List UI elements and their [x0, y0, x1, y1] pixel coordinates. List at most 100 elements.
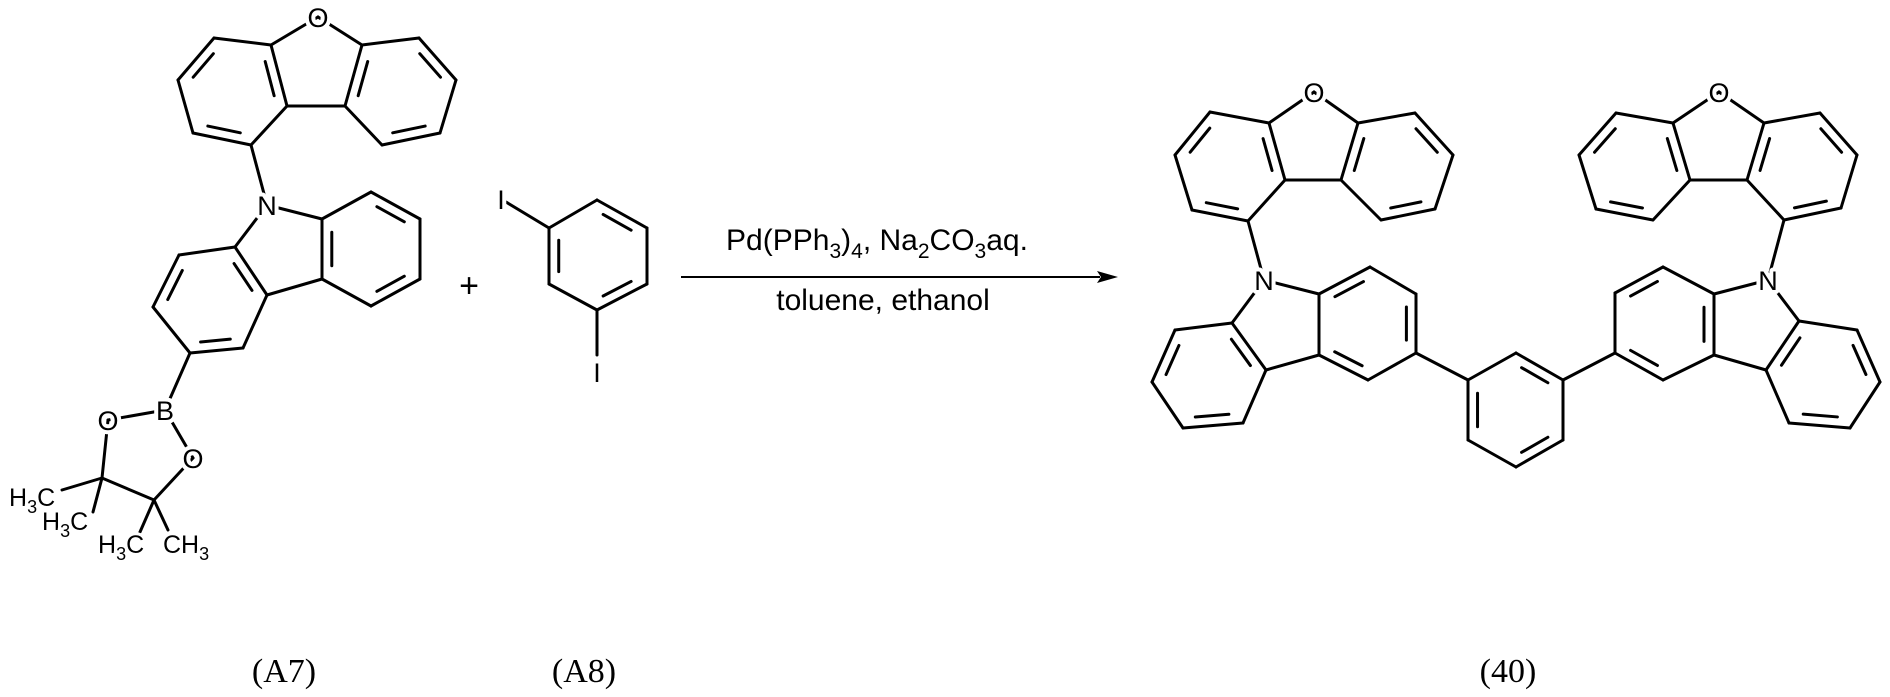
- a7-carbazole-ring-right-bond: [371, 192, 420, 219]
- p40-furan-left-a-double-bond: [1263, 139, 1272, 171]
- a7-boron: B: [156, 396, 174, 426]
- p40-left-nitrogen: N: [1254, 266, 1274, 296]
- p40-carbazole-left-inner-bond: [1319, 267, 1370, 294]
- p40-carbazole-right-outer-double-bond: [1853, 345, 1866, 374]
- p40-furan-right-a-bond: [1764, 113, 1820, 123]
- a7-carbazole-ring-right-bond: [322, 192, 371, 219]
- a7-furan-ring-right-bond: [345, 45, 362, 106]
- a7-nitrogen: N: [257, 191, 277, 221]
- a7-furan-ring-right-bond: [382, 133, 440, 145]
- bond: [267, 279, 322, 295]
- arrow-head-icon: [1097, 271, 1118, 283]
- p40-furan-left-a-bond: [1192, 210, 1248, 221]
- a7-furan-oxygen: O: [307, 3, 328, 33]
- a7-carbazole-ring-left-bond: [179, 247, 235, 255]
- bond: [102, 478, 154, 500]
- p40-furan-left-a-double-bond: [1206, 203, 1237, 209]
- plus-sign: +: [459, 267, 479, 305]
- p40-carbazole-left-outer-bond: [1243, 370, 1266, 423]
- a7-furan-ring-left-double-bond: [208, 126, 240, 133]
- p40-furan-left-b-double-bond: [1354, 139, 1364, 171]
- bond: [140, 500, 154, 532]
- p40-carbazole-right-inner-bond: [1663, 267, 1714, 294]
- a7-boronate-oxygen-2: O: [182, 444, 203, 474]
- p40-carbazole-right-outer-double-bond: [1803, 414, 1837, 417]
- a7-carbazole-ring-left-double-bond: [201, 339, 231, 342]
- p40-central-benzene-bond: [1468, 440, 1516, 467]
- p40-furan-right-b-double-bond: [1667, 139, 1677, 171]
- a7-methyl-2: H3C: [42, 508, 88, 541]
- a7-carbazole-ring-right-bond: [371, 279, 420, 306]
- a7-furan-ring-right-double-bond: [358, 62, 368, 96]
- p40-carbazole-right-outer-bond: [1766, 370, 1789, 423]
- bond: [506, 202, 549, 228]
- p40-carbazole-right-outer-bond: [1799, 321, 1857, 330]
- p40-central-benzene-bond: [1468, 353, 1516, 380]
- p40-carbazole-left-outer-double-bond: [1195, 414, 1229, 417]
- p40-carbazole-left-outer-double-bond: [1166, 345, 1179, 374]
- p40-carbazole-left-inner-bond: [1319, 355, 1368, 380]
- a7-furan-ring-left-bond: [214, 38, 271, 45]
- bond: [154, 500, 168, 530]
- p40-carbazole-left-inner-bond: [1368, 353, 1416, 380]
- conditions-solvents: toluene, ethanol: [776, 284, 990, 317]
- a7-carbazole-ring-left-bond: [190, 348, 243, 353]
- p40-furan-left-b-bond: [1381, 209, 1435, 220]
- p40-carbazole-right-inner-bond: [1663, 355, 1714, 380]
- p40-furan-right-a-double-bond: [1760, 139, 1770, 171]
- a7-carbazole-ring-left-bond: [153, 255, 179, 307]
- p40-furan-right-b-double-bond: [1611, 202, 1643, 208]
- p40-carbazole-right-outer-bond: [1857, 330, 1880, 382]
- bond: [1714, 355, 1766, 370]
- p40-furan-right-a-bond: [1784, 208, 1841, 220]
- reaction-arrow: [681, 271, 1118, 283]
- p40-furan-left-a-bond: [1248, 180, 1285, 221]
- p40-furan-right-b-bond: [1579, 155, 1596, 209]
- p40-carbazole-right-inner-bond: [1615, 353, 1663, 380]
- p40-furan-left-a-bond: [1210, 112, 1269, 123]
- bond-layer: [62, 17, 1880, 532]
- a7-methyl-3: H3C: [98, 531, 144, 564]
- p40-carbazole-right-outer-bond: [1850, 382, 1880, 428]
- p40-carbazole-left-outer-bond: [1152, 330, 1175, 382]
- a7-furan-ring-right-bond: [362, 38, 419, 45]
- bond: [93, 478, 102, 512]
- p40-central-benzene-bond: [1516, 353, 1563, 380]
- a7-methyl-4: CH3: [163, 531, 209, 564]
- p40-furan-right-a-bond: [1747, 123, 1764, 180]
- p40-furan-right-b-bond: [1616, 113, 1673, 123]
- a7-carbazole-ring-left-bond: [153, 307, 190, 353]
- p40-carbazole-left-inner-bond: [1370, 267, 1416, 294]
- p40-right-nitrogen: N: [1758, 266, 1778, 296]
- compound-label-a8: (A8): [552, 653, 616, 690]
- conditions-catalyst-base: Pd(PPh3)4, Na2CO3aq.: [726, 224, 1028, 263]
- a8-iodine-2: I: [593, 358, 601, 388]
- p40-furan-left-b-bond: [1341, 180, 1381, 220]
- p40-carbazole-right-inner-bond: [1615, 267, 1663, 293]
- p40-furan-left-b-bond: [1341, 123, 1358, 180]
- p40-carbazole-left-outer-bond: [1152, 382, 1183, 428]
- p40-furan-left-b-bond: [1435, 155, 1453, 209]
- a7-furan-ring-right-bond: [345, 106, 382, 145]
- a8-benzene-ring-bond: [549, 284, 597, 310]
- bond: [1416, 353, 1468, 380]
- a7-furan-ring-right-bond: [440, 80, 456, 133]
- a8-benzene-ring-bond: [597, 284, 647, 310]
- p40-carbazole-right-outer-bond: [1789, 423, 1850, 428]
- p40-furan-right-b-bond: [1596, 209, 1653, 220]
- p40-furan-right-a-double-bond: [1794, 201, 1826, 208]
- p40-furan-left-a-bond: [1175, 155, 1192, 210]
- a7-furan-ring-left-bond: [251, 106, 287, 145]
- p40-furan-right-a-bond: [1747, 180, 1784, 220]
- bond: [1266, 355, 1319, 370]
- a8-benzene-ring-bond: [549, 200, 597, 228]
- a7-furan-ring-left-double-bond: [265, 62, 274, 96]
- a7-furan-ring-right-double-bond: [393, 126, 425, 133]
- a7-boronate-oxygen-1: O: [97, 406, 118, 436]
- p40-furan-right-b-bond: [1673, 123, 1690, 180]
- a7-furan-ring-left-bond: [178, 80, 193, 133]
- p40-furan-right-b-bond: [1653, 180, 1690, 220]
- a7-furan-ring-left-bond: [193, 133, 251, 145]
